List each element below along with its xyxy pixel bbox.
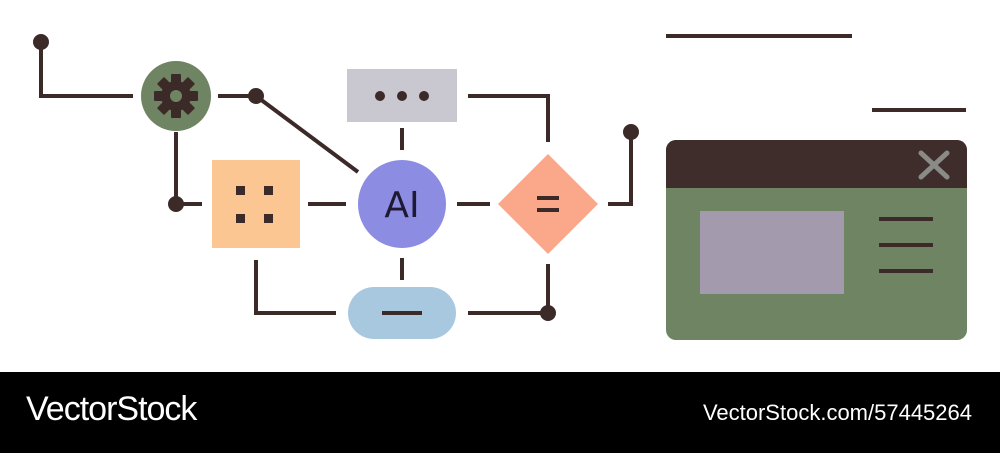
gear-icon: [154, 74, 198, 118]
image-placeholder-icon: [700, 211, 844, 294]
connector-ellipsis-decision: [468, 94, 550, 142]
grid-node: [212, 160, 300, 248]
ai-node: AI: [358, 160, 446, 248]
brand-logo-text: VectorStock: [26, 390, 197, 428]
dot-grid-left: [168, 196, 184, 212]
connector-diagonal-ai: [254, 94, 360, 174]
grid-dots-icon: [236, 186, 273, 223]
dot-decision-bottom: [540, 305, 556, 321]
menu-lines-icon: [879, 217, 933, 273]
gear-node: [141, 61, 211, 131]
connector-dots: [33, 34, 639, 321]
ellipsis-icon: [375, 91, 429, 101]
close-icon: [918, 150, 950, 180]
connector-grid-minus: [254, 260, 336, 315]
dot-exit: [623, 124, 639, 140]
dot-gear-right: [248, 88, 264, 104]
ai-workflow-diagram: AI: [33, 34, 967, 340]
connector-gear-down: [174, 132, 202, 206]
minus-node: [348, 287, 456, 339]
app-window-illustration: [666, 140, 967, 340]
connector-decision-exit: [608, 132, 633, 206]
ellipsis-node: [347, 69, 457, 122]
minus-icon: [382, 311, 422, 315]
window-titlebar: [666, 140, 967, 188]
decision-node: [498, 154, 598, 254]
dot-entry: [33, 34, 49, 50]
connector-minus-decision: [468, 264, 550, 315]
watermark-footer: VectorStock VectorStock.com/57445264: [0, 372, 1000, 453]
connector-lines: [39, 34, 966, 315]
ai-label: AI: [384, 185, 419, 226]
equals-icon: [537, 196, 559, 212]
connector-entry: [39, 42, 133, 98]
image-reference: VectorStock.com/57445264: [702, 400, 972, 425]
